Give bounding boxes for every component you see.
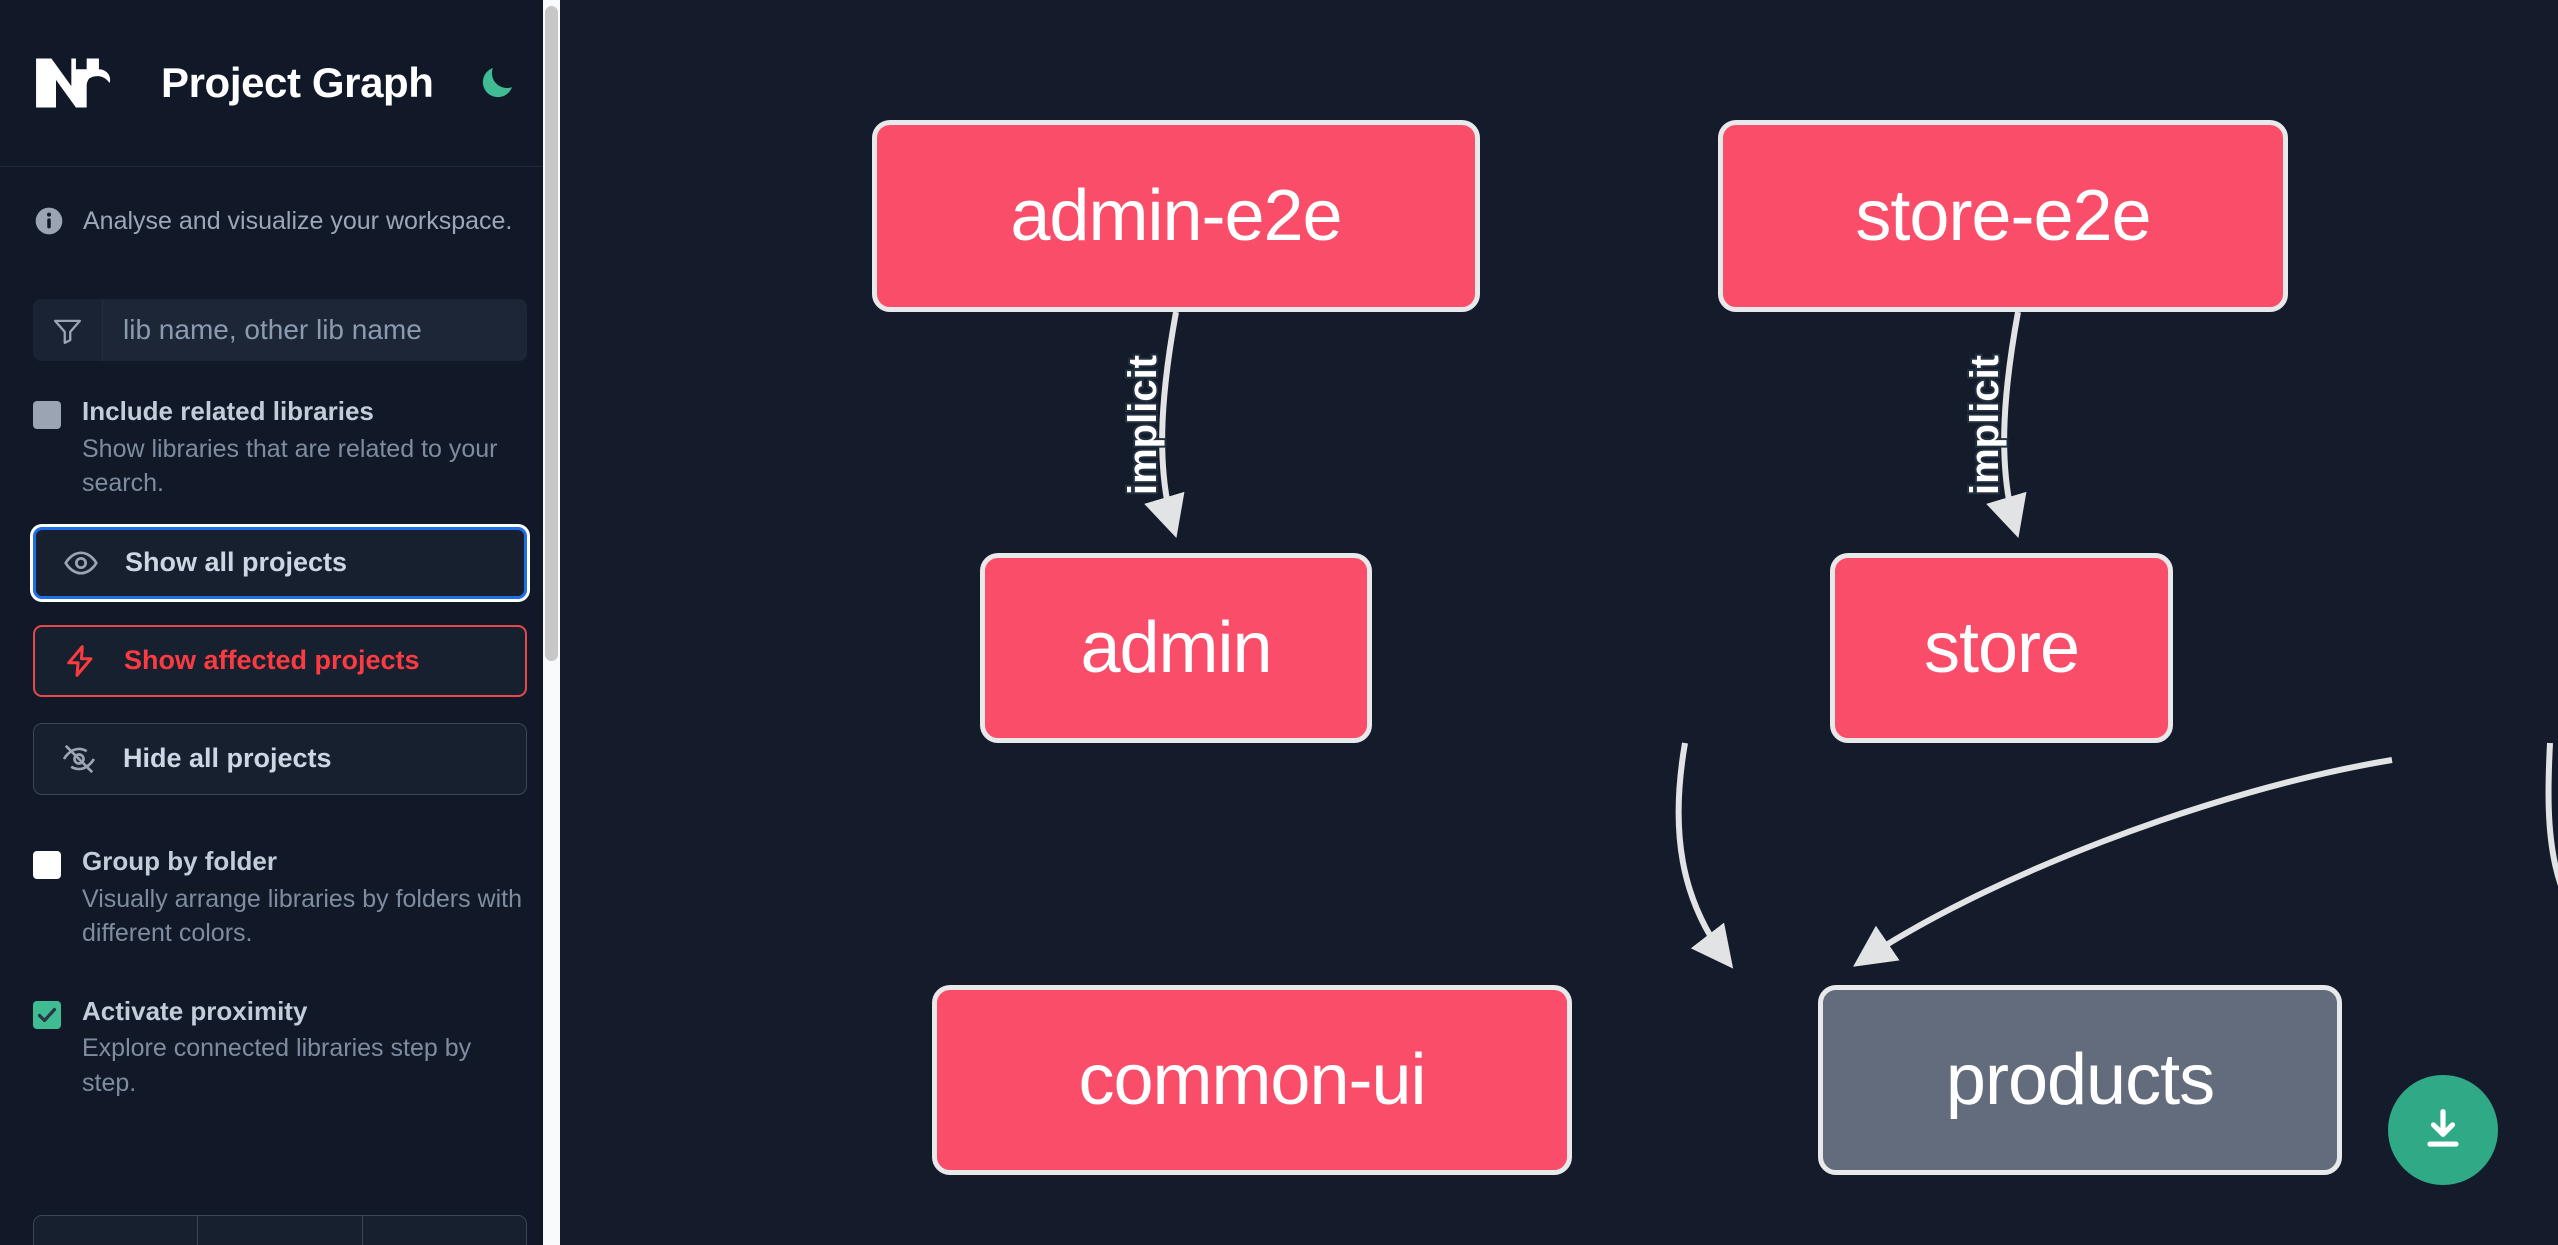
edge-store-e2e-to-store [1986,311,2027,539]
lightning-icon [67,645,93,677]
hide-all-projects-label: Hide all projects [123,743,332,774]
filter-funnel-icon[interactable] [33,299,103,361]
graph-node-admin[interactable]: admin [980,553,1372,743]
proximity-increase-button[interactable] [362,1216,526,1245]
checkbox-include-related-libraries[interactable]: Include related libraries Show libraries… [33,395,527,501]
sidebar: Project Graph Analyse and visualize your… [0,0,560,1245]
info-icon [33,205,65,237]
node-label: store [1923,608,2080,688]
edge-label-implicit-store: implicit [1963,355,2007,495]
checkbox-description: Visually arrange libraries by folders wi… [82,884,523,948]
checkbox-label: Group by folder [82,845,277,876]
sidebar-body: Analyse and visualize your workspace. In… [0,205,560,1100]
download-graph-button[interactable] [2388,1075,2498,1185]
checkbox-label: Include related libraries [82,396,374,426]
search-input[interactable] [103,299,527,361]
tagline-text: Analyse and visualize your workspace. [83,206,513,235]
graph-canvas[interactable]: implicit implicit admin-e2e store-e2e ad… [560,0,2558,1245]
checkbox-box[interactable] [33,850,61,879]
show-all-projects-button[interactable]: Show all projects [33,526,527,599]
edge-store-to-products [2545,742,2558,886]
edge-store-to-common-ui [1853,757,2393,967]
show-all-projects-label: Show all projects [125,547,348,578]
graph-node-admin-e2e[interactable]: admin-e2e [872,120,1480,312]
proximity-stepper-group[interactable] [33,1215,527,1245]
checkbox-box[interactable] [33,1000,61,1029]
checkbox-activate-proximity[interactable]: Activate proximity Explore connected lib… [33,995,527,1101]
graph-node-store[interactable]: store [1830,553,2173,743]
node-label: store-e2e [1855,176,2151,256]
node-label: admin-e2e [1010,176,1342,256]
eye-icon [64,551,98,575]
check-icon [37,1007,57,1022]
graph-node-common-ui[interactable]: common-ui [932,985,1572,1175]
checkbox-box[interactable] [33,401,61,429]
node-label: admin [1080,608,1272,688]
tagline: Analyse and visualize your workspace. [33,205,527,237]
moon-icon[interactable] [474,60,520,106]
edge-label-implicit-admin: implicit [1121,355,1165,495]
edge-admin-e2e-to-admin [1144,311,1185,539]
graph-node-products[interactable]: products [1818,985,2342,1175]
proximity-value[interactable] [198,1216,363,1245]
sidebar-header: Project Graph [0,0,560,167]
search-bar[interactable] [33,299,527,361]
checkbox-description: Show libraries that are related to your … [82,434,498,498]
eye-off-icon [62,744,96,773]
checkbox-group-by-folder[interactable]: Group by folder Visually arrange librari… [33,845,527,951]
nx-logo-icon [33,52,125,114]
sidebar-scrollbar-thumb[interactable] [545,6,558,661]
show-affected-projects-button[interactable]: Show affected projects [33,624,527,697]
edge-admin-to-common-ui [1675,742,1734,969]
graph-node-store-e2e[interactable]: store-e2e [1718,120,2288,312]
show-affected-projects-label: Show affected projects [124,645,420,676]
graph-edges: implicit implicit [1119,311,2558,969]
node-label: common-ui [1078,1040,1426,1120]
node-label: products [1945,1040,2215,1120]
page-title: Project Graph [161,59,434,106]
hide-all-projects-button[interactable]: Hide all projects [33,722,527,795]
checkbox-description: Explore connected libraries step by step… [82,1034,472,1097]
checkbox-label: Activate proximity [82,995,308,1026]
proximity-decrease-button[interactable] [34,1216,199,1245]
sidebar-scrollbar[interactable] [543,0,560,1245]
download-icon [2427,1108,2459,1147]
